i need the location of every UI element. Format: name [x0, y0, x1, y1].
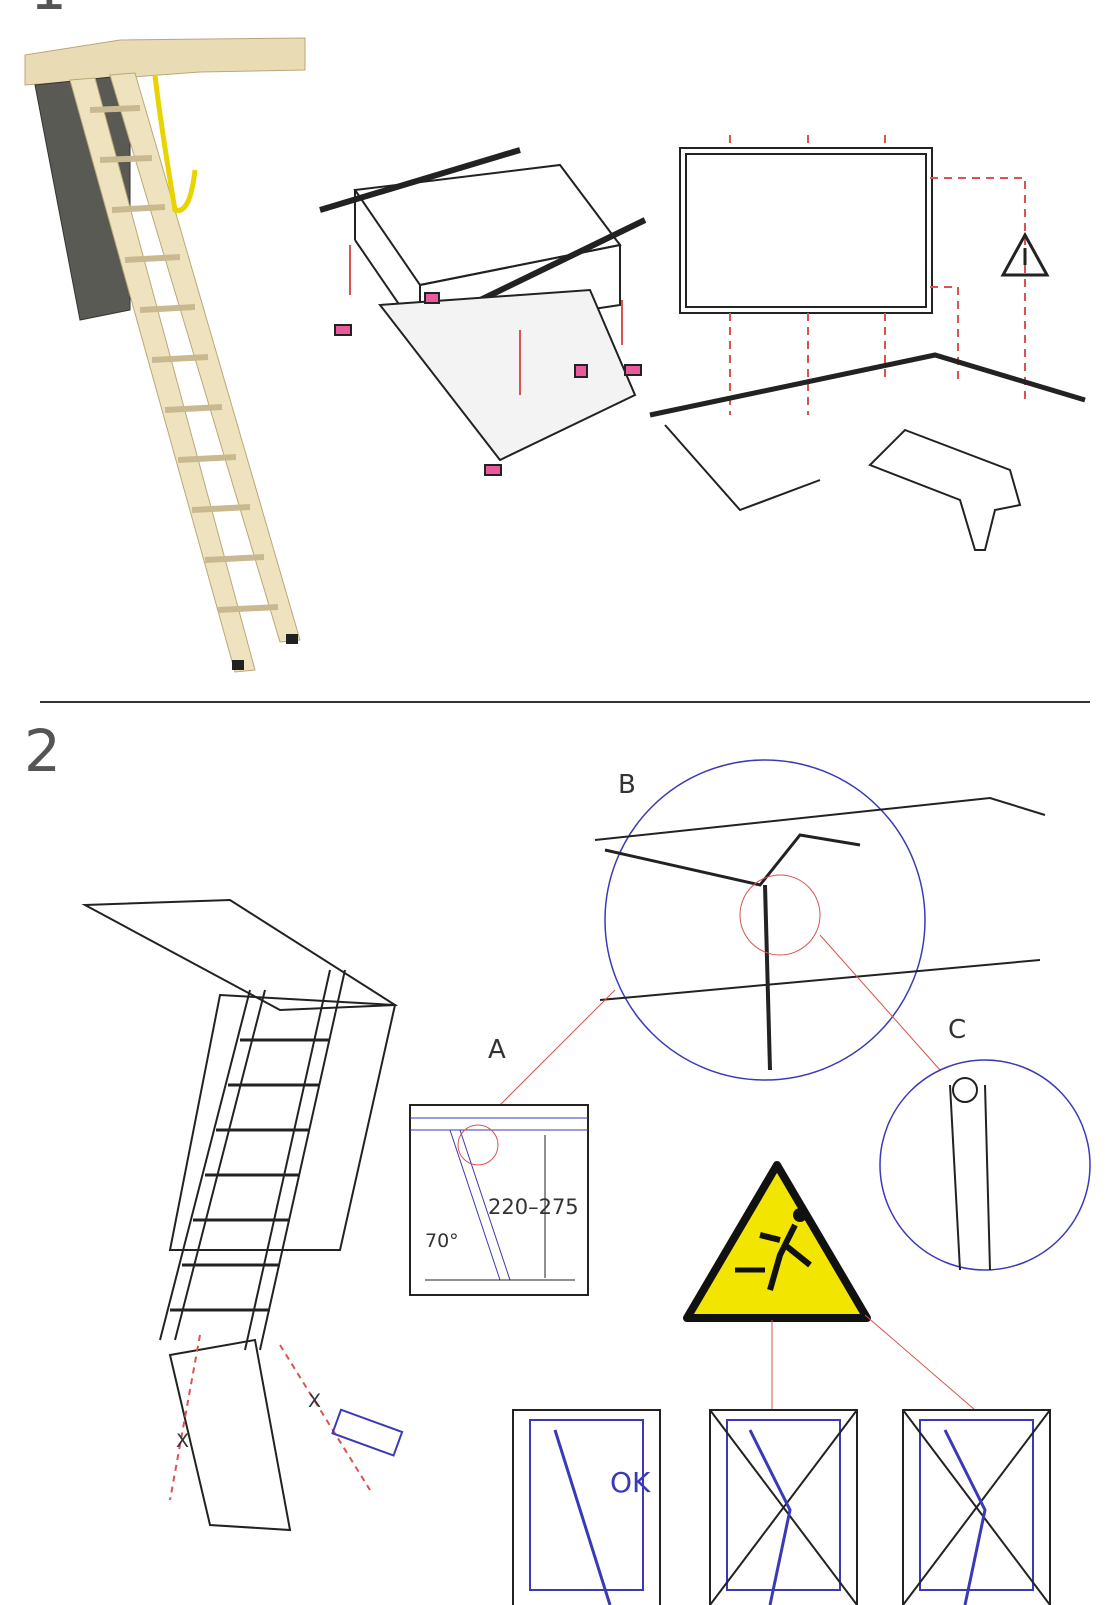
check-frame-wrong-2 — [902, 1409, 1051, 1605]
loft-ladder-photo — [24, 37, 306, 673]
detail-a-box — [409, 1104, 589, 1296]
detail-b-label: B — [618, 770, 636, 800]
frame-insulation-diagram — [319, 147, 647, 476]
check-frame-wrong-1 — [709, 1409, 858, 1605]
detail-c-label: C — [948, 1015, 967, 1045]
warning-triangle-icon — [1000, 231, 1050, 277]
ok-label: OK — [610, 1466, 651, 1499]
lid-drill-diagram — [649, 135, 1086, 551]
step-1-number: 1 — [30, 0, 67, 18]
detail-b-circle — [499, 759, 1046, 1106]
height-range-label: 220–275 — [488, 1195, 579, 1219]
detail-c-circle — [879, 1059, 1091, 1271]
step-2-number: 2 — [24, 717, 61, 785]
fall-warning-sign-icon — [683, 1161, 976, 1411]
detail-a-label: A — [488, 1035, 506, 1065]
angle-label: 70° — [425, 1230, 459, 1252]
trim-x-left: X — [176, 1430, 190, 1452]
folding-ladder-diagram — [81, 898, 404, 1532]
check-frame-ok — [512, 1409, 661, 1605]
trim-x-right: X — [308, 1390, 322, 1412]
